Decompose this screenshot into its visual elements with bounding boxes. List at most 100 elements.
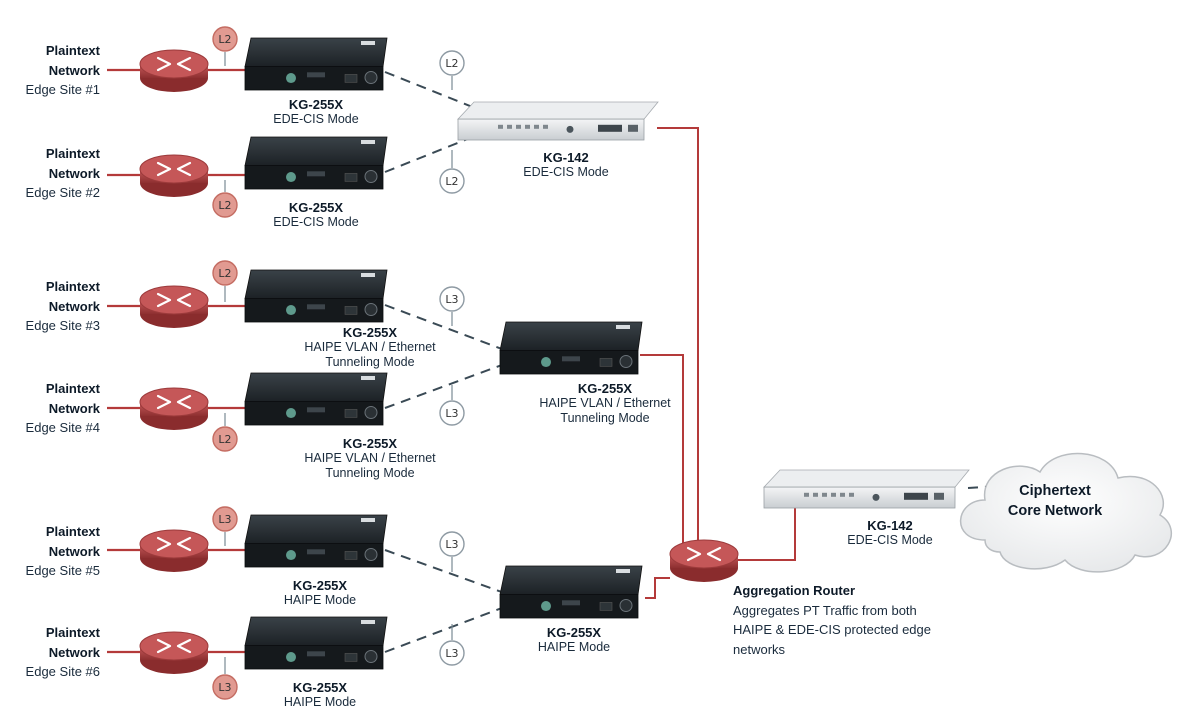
site-line3: Edge Site #2: [25, 185, 100, 200]
mid-device-label: KG-255X HAIPE Mode: [489, 625, 659, 655]
mid-device-label: KG-142 EDE-CIS Mode: [481, 150, 651, 180]
edge-device-label: KG-255X HAIPE Mode: [235, 680, 405, 710]
router-icon: [139, 49, 209, 92]
devices-group: [244, 37, 970, 670]
link-tag: L2: [439, 168, 465, 194]
router-icon: [139, 154, 209, 197]
svg-text:L2: L2: [445, 57, 458, 70]
router-icon: [139, 285, 209, 328]
kg-255x-device: [244, 136, 388, 190]
link-tag: L2: [212, 260, 238, 286]
router-icon: [139, 529, 209, 572]
kg-255x-device: [499, 321, 643, 375]
device-mode: EDE-CIS Mode: [273, 215, 359, 229]
cloud-line2: Core Network: [1007, 503, 1103, 519]
aggregation-router-label: Aggregation Router Aggregates PT Traffic…: [733, 581, 993, 659]
kg-142-rack-device: [763, 469, 970, 509]
device-mode: EDE-CIS Mode: [273, 112, 359, 126]
cloud-line1: Ciphertext: [1019, 483, 1091, 499]
site-line3: Edge Site #5: [25, 563, 100, 578]
site-line1: Plaintext: [45, 279, 100, 294]
link-tag: L2: [439, 50, 465, 76]
site-line2: Network: [48, 644, 100, 660]
kg-255x-device: [244, 37, 388, 91]
device-name: KG-142: [543, 150, 589, 165]
aggregation-desc-2: HAIPE & EDE-CIS protected edge: [733, 622, 931, 637]
svg-text:L3: L3: [445, 407, 458, 420]
edge-device-label: KG-255X HAIPE Mode: [235, 578, 405, 608]
aggregation-title: Aggregation Router: [733, 583, 856, 598]
device-mode-2: Tunneling Mode: [325, 466, 415, 480]
svg-text:L3: L3: [445, 647, 458, 660]
link-tag: L3: [212, 674, 238, 700]
device-mode: HAIPE Mode: [283, 593, 357, 607]
device-mode: EDE-CIS Mode: [523, 165, 609, 179]
link-tag: L2: [212, 192, 238, 218]
kg-255x-device: [244, 372, 388, 426]
device-name: KG-255X: [342, 436, 398, 451]
svg-text:L3: L3: [445, 293, 458, 306]
aggregation-links: [640, 127, 796, 599]
edge-device-label: KG-255X HAIPE VLAN / Ethernet Tunneling …: [285, 436, 455, 481]
link-tag: L2: [212, 426, 238, 452]
svg-text:L2: L2: [218, 433, 231, 446]
aggregation-desc-3: networks: [733, 641, 786, 657]
edge-site-label: Plaintext Network Edge Site #4: [2, 379, 100, 438]
link-tag: L3: [439, 286, 465, 312]
device-mode-2: Tunneling Mode: [325, 355, 415, 369]
device-name: KG-255X: [546, 625, 602, 640]
svg-text:L2: L2: [445, 175, 458, 188]
kg-255x-device: [499, 565, 643, 619]
svg-text:L3: L3: [218, 513, 231, 526]
plaintext-links: [107, 68, 248, 654]
device-mode: HAIPE Mode: [537, 640, 611, 654]
router-icon: [139, 387, 209, 430]
site-line3: Edge Site #3: [25, 318, 100, 333]
site-line1: Plaintext: [45, 524, 100, 539]
device-name: KG-255X: [342, 325, 398, 340]
router-icon: [139, 631, 209, 674]
edge-device-label: KG-255X EDE-CIS Mode: [231, 200, 401, 230]
device-name: KG-255X: [577, 381, 633, 396]
link-tag: L3: [439, 640, 465, 666]
site-line2: Network: [48, 298, 100, 314]
edge-site-label: Plaintext Network Edge Site #6: [2, 623, 100, 682]
site-line3: Edge Site #6: [25, 664, 100, 679]
device-mode: HAIPE VLAN / Ethernet: [304, 340, 436, 354]
routers-group: [139, 49, 739, 674]
edge-site-label: Plaintext Network Edge Site #3: [2, 277, 100, 336]
device-mode-2: Tunneling Mode: [560, 411, 650, 425]
site-line2: Network: [48, 543, 100, 559]
edge-site-label: Plaintext Network Edge Site #2: [2, 144, 100, 203]
kg-255x-device: [244, 514, 388, 568]
svg-text:L3: L3: [445, 538, 458, 551]
device-mode: HAIPE VLAN / Ethernet: [539, 396, 671, 410]
site-line1: Plaintext: [45, 381, 100, 396]
device-mode: EDE-CIS Mode: [847, 533, 933, 547]
svg-text:L2: L2: [218, 267, 231, 280]
device-name: KG-255X: [292, 680, 348, 695]
site-line3: Edge Site #4: [25, 420, 100, 435]
core-device-label: KG-142 EDE-CIS Mode: [820, 518, 960, 548]
device-mode: HAIPE Mode: [283, 695, 357, 709]
device-mode: HAIPE VLAN / Ethernet: [304, 451, 436, 465]
edge-site-label: Plaintext Network Edge Site #1: [2, 41, 100, 100]
svg-text:L3: L3: [218, 681, 231, 694]
svg-text:L2: L2: [218, 199, 231, 212]
site-line1: Plaintext: [45, 625, 100, 640]
edge-device-label: KG-255X EDE-CIS Mode: [231, 97, 401, 127]
router-icon: [669, 539, 739, 582]
cloud-label: Ciphertext Core Network: [990, 481, 1120, 521]
device-name: KG-255X: [288, 200, 344, 215]
site-line3: Edge Site #1: [25, 82, 100, 97]
site-line1: Plaintext: [45, 43, 100, 58]
device-name: KG-255X: [288, 97, 344, 112]
svg-text:L2: L2: [218, 33, 231, 46]
tag-connectors: [224, 52, 453, 674]
kg-142-rack-device: [457, 101, 659, 141]
site-line2: Network: [48, 400, 100, 416]
ciphertext-core-cloud: [959, 452, 1172, 573]
kg-255x-device: [244, 269, 388, 323]
site-line2: Network: [48, 165, 100, 181]
